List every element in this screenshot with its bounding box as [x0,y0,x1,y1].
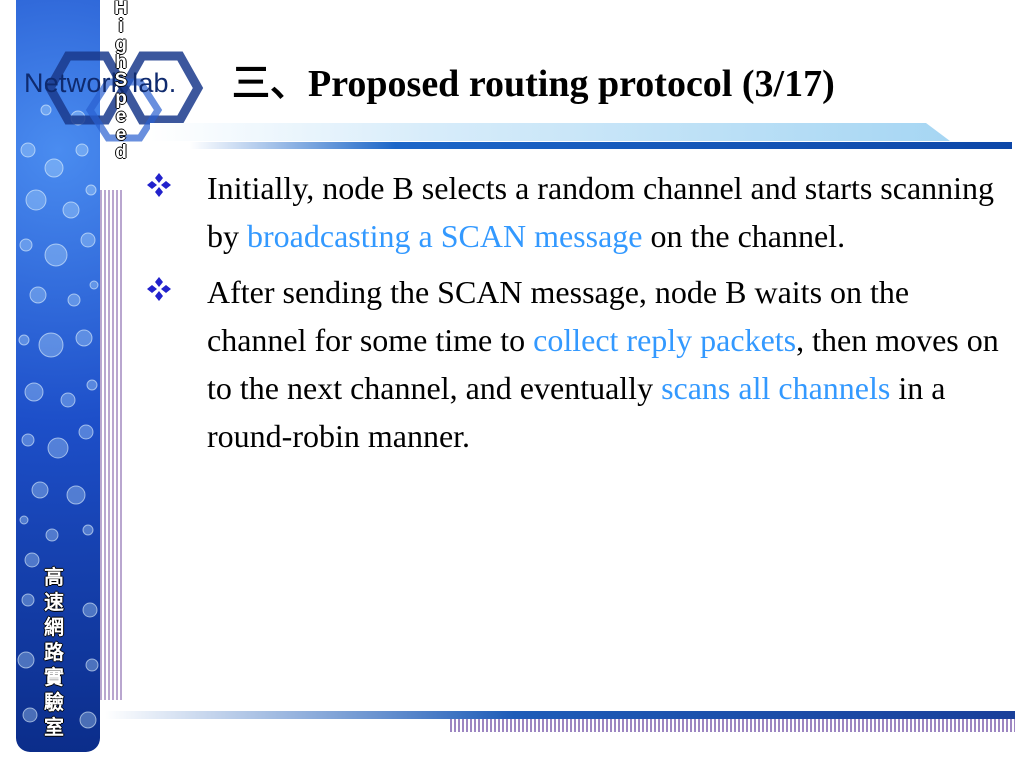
highlight-text: scans all channels [661,370,891,406]
slide-title: 三、Proposed routing protocol (3/17) [232,63,835,105]
lab-label-char: 驗 [44,690,64,714]
left-decorative-strip [16,0,100,752]
footer-stripes [450,719,1015,732]
lab-label-char: 實 [44,665,64,689]
slide-content: Initially, node B selects a random chann… [140,164,1000,468]
high-speed-letter: h [115,52,127,73]
footer-bar [105,711,1015,719]
four-diamond-bullet-icon [147,173,171,197]
bullet-item-1: Initially, node B selects a random chann… [140,164,1000,260]
bullet-text-1: Initially, node B selects a random chann… [207,170,995,254]
title-underline-light [150,123,950,141]
high-speed-letter: S [114,70,128,91]
highlight-text: collect reply packets [533,322,797,358]
lab-label-char: 網 [44,615,64,639]
lab-label-char: 室 [44,715,64,739]
high-speed-letter: g [115,34,127,55]
high-speed-letter: p [115,88,127,109]
bullet-item-2: After sending the SCAN message, node B w… [140,268,1000,460]
lab-vertical-label: 高速網路實驗室 [44,565,64,740]
lab-label-char: 路 [44,640,64,664]
vertical-stripes [100,190,124,700]
high-speed-letter: e [115,106,127,127]
bullet-text-2: After sending the SCAN message, node B w… [207,274,999,454]
lab-label-char: 速 [44,590,64,614]
high-speed-letter: d [115,142,127,163]
high-speed-letter: i [118,16,124,37]
bubble-pattern [17,104,99,729]
highlight-text: broadcasting a SCAN message [247,218,643,254]
high-speed-letter: H [114,0,128,19]
high-speed-letter: e [115,124,127,145]
four-diamond-bullet-icon [147,277,171,301]
title-underline-dark [190,142,1012,149]
network-lab-logo-icon [44,51,204,142]
lab-label-char: 高 [44,565,64,589]
logo-text: Network lab. [24,68,177,98]
